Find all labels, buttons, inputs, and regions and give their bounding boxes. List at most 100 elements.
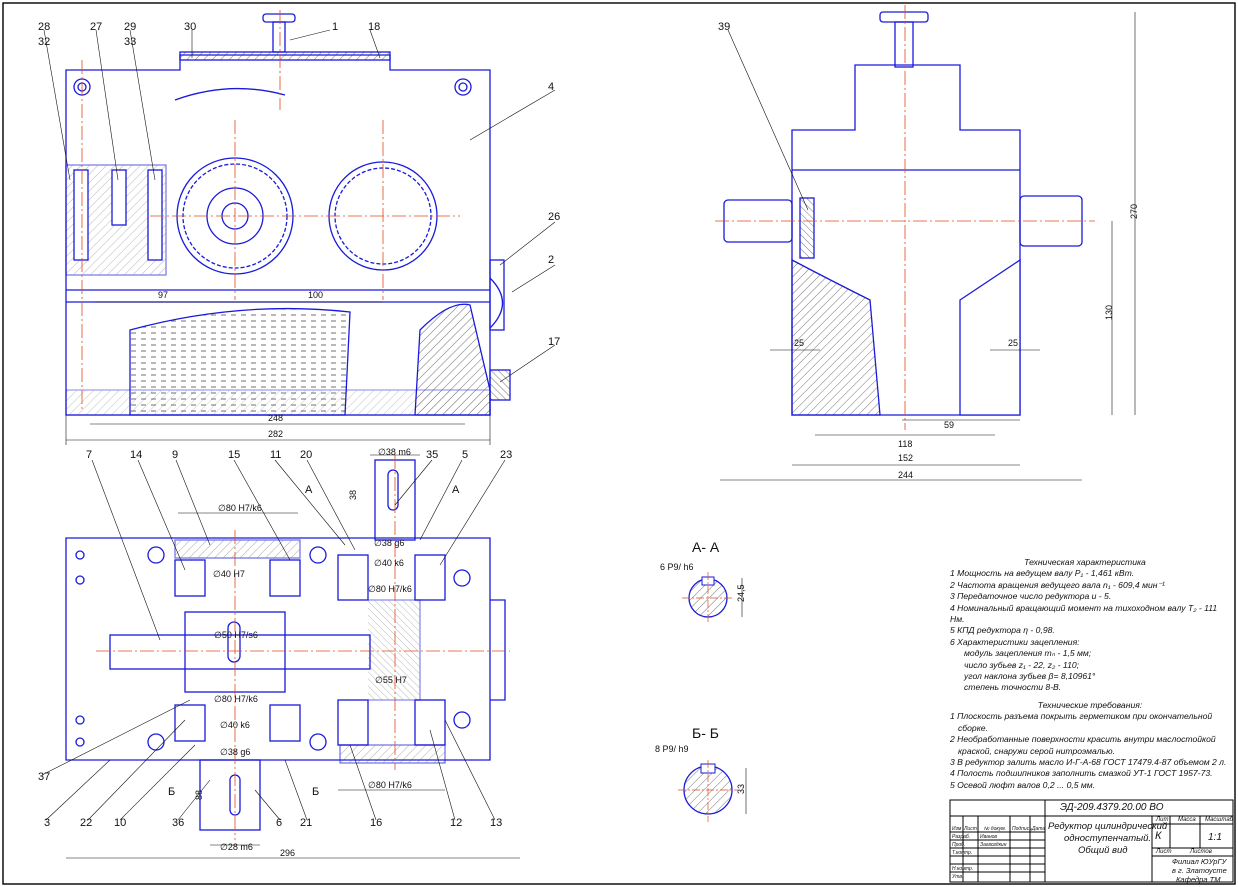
title-block-lit-value: К <box>1155 830 1162 842</box>
tech-requirements: Технические требования: 1 Плоскость разъ… <box>950 700 1230 791</box>
fit-h7k6-shaft: ∅80 H7/k6 <box>368 584 412 594</box>
section-aa <box>682 572 743 624</box>
label-35: 35 <box>426 449 438 461</box>
title-block-sheets: Листов <box>1190 849 1212 855</box>
label-14: 14 <box>130 449 142 461</box>
dim-248: 248 <box>268 413 283 423</box>
label-3: 3 <box>44 817 50 829</box>
spec-item: степень точности 8-B. <box>964 682 1062 693</box>
title-block-row-nkontr: Н.контр. <box>952 866 974 872</box>
requirement-item: сборке. <box>958 722 988 733</box>
fit-h7k6-top: ∅80 H7/k6 <box>218 503 262 513</box>
section-mark-a-left: А <box>305 484 313 496</box>
fit-h7-big: ∅55 H7 <box>375 675 407 685</box>
requirement-item: краской, снаружи серой нитроэмалью. <box>958 745 1115 756</box>
title-block-name-1: Редуктор цилиндрический <box>1048 821 1168 832</box>
section-bb <box>678 760 747 822</box>
fit-h7k6-low: ∅80 H7/k6 <box>214 694 258 704</box>
title-block-scale-value: 1:1 <box>1208 832 1222 843</box>
dim-38: 38 <box>348 490 358 500</box>
requirement-item: 3 В редуктор залить масло И-Г-А-68 ГОСТ … <box>950 757 1227 768</box>
dim-25-left: 25 <box>794 338 804 348</box>
label-23: 23 <box>500 449 512 461</box>
plan-centerlines <box>96 455 510 840</box>
label-22: 22 <box>80 817 92 829</box>
spec-item: 2 Частота вращения ведущего вала n₁ - 60… <box>950 579 1165 590</box>
label-26: 26 <box>548 211 560 223</box>
fit-h7-gear: ∅40 H7 <box>213 569 245 579</box>
label-39: 39 <box>718 21 730 33</box>
title-block-row-izm: Изм <box>952 826 962 832</box>
label-4: 4 <box>548 81 554 93</box>
title-block-row-prob: Проб. <box>952 842 966 848</box>
title-block-person-2: Загвоздкин <box>980 842 1007 848</box>
title-block-row-razrab: Разраб. <box>952 834 971 840</box>
front-view <box>65 13 511 416</box>
section-bb-title: Б- Б <box>692 725 719 741</box>
tech-characteristics: Техническая характеристика 1 Мощность на… <box>950 557 1220 694</box>
requirement-item: 4 Полость подшипников заполнить смазкой … <box>950 768 1213 779</box>
label-33: 33 <box>124 36 136 48</box>
title-block-sheet: Лист <box>1156 849 1172 855</box>
label-13: 13 <box>490 817 502 829</box>
title-block-code: ЭД-209.4379.20.00 ВО <box>1060 802 1164 813</box>
plan-dimensions <box>66 454 520 859</box>
spec-item: 1 Мощность на ведущем валу P₁ - 1,461 кВ… <box>950 568 1135 579</box>
label-9: 9 <box>172 449 178 461</box>
title-block-row-list: Лист <box>964 826 977 832</box>
plan-view <box>65 459 506 831</box>
dim-25-right: 25 <box>1008 338 1018 348</box>
label-37: 37 <box>38 771 50 783</box>
requirement-item: 5 Осевой люфт валов 0,2 ... 0,5 мм. <box>950 779 1096 790</box>
fit-k6-low: ∅40 k6 <box>220 720 250 730</box>
title-block-row-doc: № докум. <box>984 826 1007 832</box>
label-1: 1 <box>332 21 338 33</box>
spec-item: 3 Передаточное число редуктора u - 5. <box>950 591 1112 602</box>
label-6: 6 <box>276 817 282 829</box>
label-16: 16 <box>370 817 382 829</box>
label-18: 18 <box>368 21 380 33</box>
title-block-row-date: Дата <box>1032 826 1046 832</box>
label-7: 7 <box>86 449 92 461</box>
fit-m6-top: ∅38 m6 <box>378 447 411 457</box>
plan-leaders <box>41 459 506 821</box>
spec-item: 4 Номинальный вращающий момент на тихохо… <box>950 602 1218 625</box>
spec-item: модуль зацепления mₙ - 1,5 мм; <box>964 648 1092 659</box>
side-view <box>723 11 1083 416</box>
section-mark-a-right: А <box>452 484 460 496</box>
label-11: 11 <box>270 449 281 461</box>
dim-100: 100 <box>308 290 323 300</box>
title-block-scale-header: Масштаб <box>1205 817 1234 823</box>
title-block-name-3: Общий вид <box>1078 845 1128 856</box>
requirement-item: 1 Плоскость разъема покрыть герметиком п… <box>950 711 1213 722</box>
title-block-row-sign: Подпись <box>1012 826 1032 832</box>
spec-item: 6 Характеристики зацепления: <box>950 636 1080 647</box>
title-block-org-1: Филиал ЮУрГУ <box>1172 857 1227 866</box>
side-centerlines <box>715 5 1095 430</box>
title-block-name-2: одноступенчатый. <box>1064 833 1152 844</box>
title-block-org-3: Кафедра ТМ <box>1176 875 1221 884</box>
title-block-frame <box>949 799 1234 883</box>
fit-h7k6-bottom: ∅80 H7/k6 <box>368 780 412 790</box>
section-bb-fit: 8 P9/ h9 <box>655 744 689 754</box>
label-21: 21 <box>300 817 312 829</box>
label-36: 36 <box>172 817 184 829</box>
title-block-person-1: Иванов <box>980 834 997 840</box>
section-aa-dim: 24,5 <box>736 584 746 602</box>
label-5: 5 <box>462 449 468 461</box>
tech-requirements-title: Технические требования: <box>1037 700 1143 710</box>
dim-118: 118 <box>898 439 912 449</box>
section-bb-dim: 33 <box>736 784 746 794</box>
title-block-lit-header: Лит <box>1156 817 1169 823</box>
label-28: 28 <box>38 21 50 33</box>
fit-k6-shaft: ∅40 k6 <box>374 558 404 568</box>
label-32: 32 <box>38 36 50 48</box>
front-centerlines <box>81 10 460 410</box>
section-aa-title: А- А <box>692 539 720 555</box>
dim-130: 130 <box>1104 305 1114 320</box>
dim-244: 244 <box>898 470 913 480</box>
side-dimensions <box>720 12 1136 481</box>
label-12: 12 <box>450 817 462 829</box>
tech-characteristics-title: Техническая характеристика <box>1024 557 1146 567</box>
